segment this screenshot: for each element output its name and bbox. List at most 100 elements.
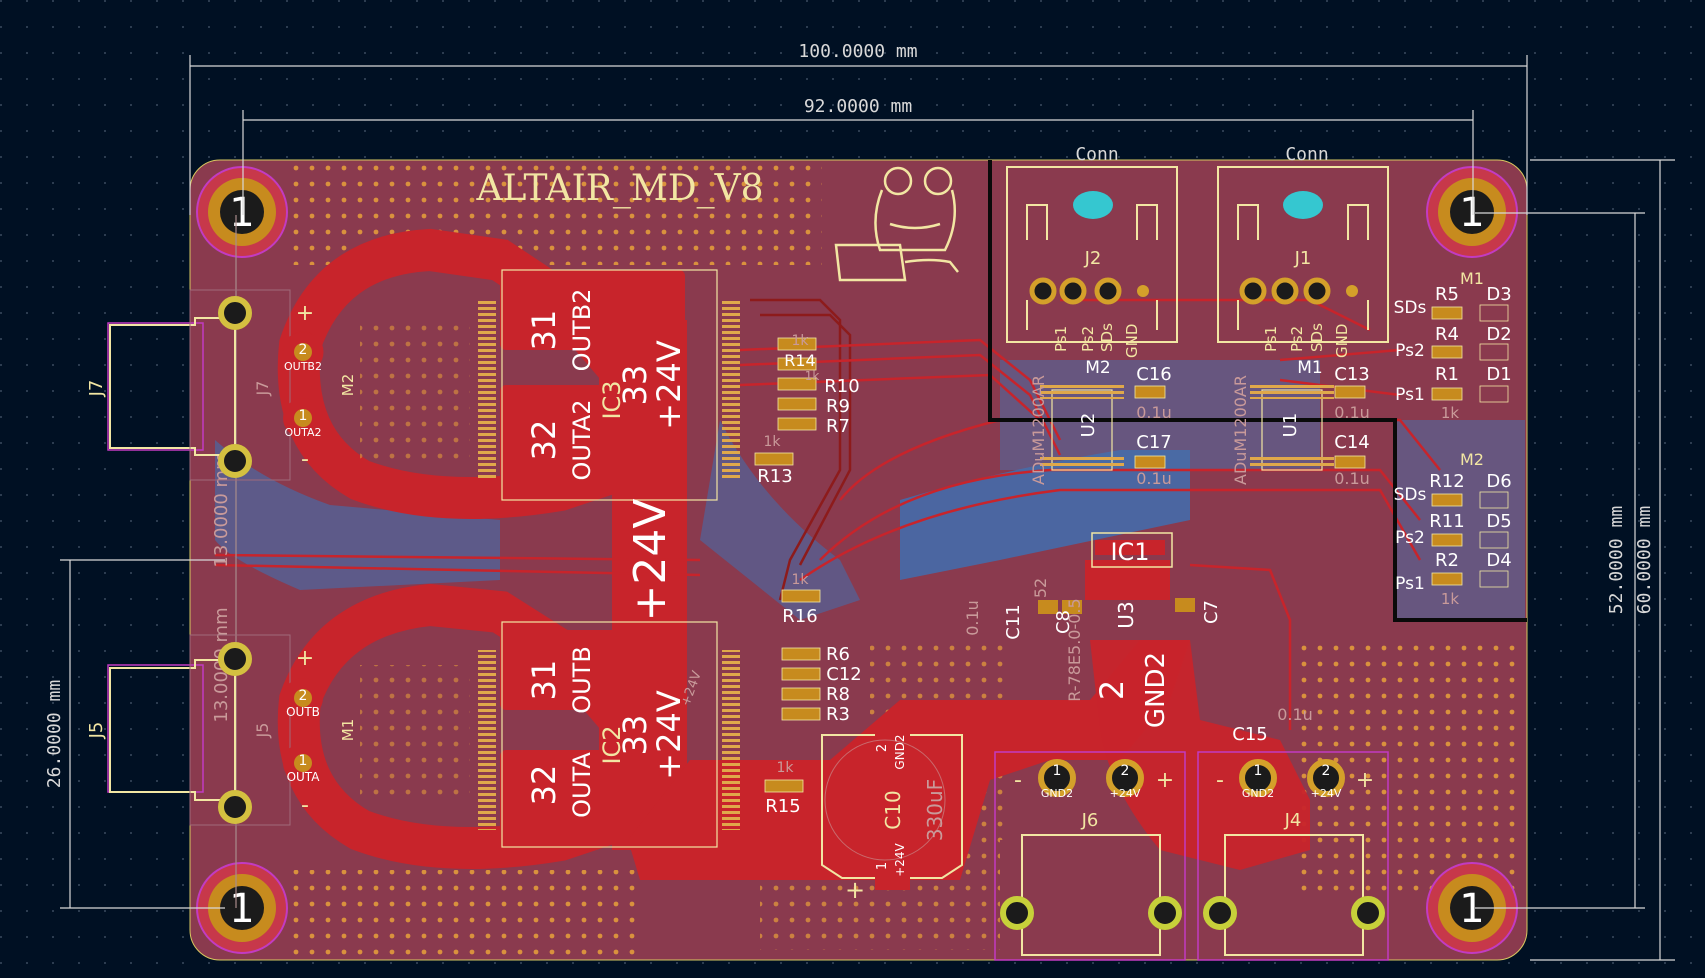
bulk-cap-footprint bbox=[821, 725, 963, 890]
c10-plus: + bbox=[845, 876, 865, 904]
u3-num: 52 bbox=[1031, 578, 1050, 598]
net-outa2: OUTA2 bbox=[284, 426, 321, 439]
j6-minus: - bbox=[1014, 768, 1022, 793]
ref-r15: R15 bbox=[765, 796, 800, 817]
ref-c17: C17 bbox=[1136, 432, 1171, 453]
power-connector-j6 bbox=[994, 751, 1186, 961]
led-m1-header: M1 bbox=[1460, 269, 1484, 288]
ref-j6: J6 bbox=[1081, 810, 1099, 831]
j1-pin-ps1: Ps1 bbox=[1262, 326, 1280, 352]
ref-j7-back: J7 bbox=[253, 381, 272, 397]
ref-u3: U3 bbox=[1114, 601, 1138, 628]
conn-pins-j1 bbox=[1239, 277, 1358, 305]
connector-j2-footprint bbox=[1006, 166, 1178, 343]
c10-pin2: 2 bbox=[875, 744, 890, 752]
mounting-hole-tl bbox=[196, 166, 288, 258]
keepout-outline bbox=[988, 160, 1527, 622]
regulator-footprint bbox=[1038, 532, 1195, 614]
ref-c15: C15 bbox=[1232, 724, 1267, 745]
dim-right-inner-height: 52.0000 mm bbox=[1606, 506, 1627, 614]
isolator-footprints bbox=[1040, 385, 1334, 471]
ref-r13: R13 bbox=[757, 466, 792, 487]
u1-part: ADuM1200AR bbox=[1231, 375, 1250, 485]
conn-pins-j2 bbox=[1029, 277, 1149, 305]
connector-pins-left bbox=[218, 296, 324, 824]
ref-ic3: IC3 bbox=[598, 380, 626, 419]
j6-pin1: 1 bbox=[1053, 763, 1062, 779]
mounting-hole-label-bl: 1 bbox=[229, 886, 254, 932]
ref-d1: D1 bbox=[1486, 364, 1511, 385]
ic2-net-31: OUTB bbox=[568, 646, 596, 714]
u3-package: R-78E5.0-0.5 bbox=[1065, 598, 1084, 701]
led-m1-sds: SDs bbox=[1394, 298, 1427, 318]
mounting-hole-label-tl: 1 bbox=[229, 190, 254, 236]
ref-c14: C14 bbox=[1334, 432, 1369, 453]
j4-net-24v: +24V bbox=[1311, 787, 1342, 800]
led-block-m1 bbox=[1431, 304, 1509, 403]
mounting-hole-br bbox=[1426, 862, 1518, 954]
net-outb2: OUTB2 bbox=[284, 360, 322, 373]
ref-j5: J5 bbox=[86, 722, 107, 740]
j4-minus: - bbox=[1216, 768, 1224, 793]
j2-pin-ps1: Ps1 bbox=[1052, 326, 1070, 352]
c15-val: 0.1u bbox=[1277, 705, 1313, 724]
c10-net2: GND2 bbox=[893, 734, 907, 769]
pin-minus-j5: - bbox=[301, 793, 309, 818]
ref-r7: R7 bbox=[826, 416, 850, 437]
ic2-pad-31: 31 bbox=[525, 660, 563, 701]
ic3-net-31: OUTB2 bbox=[568, 289, 596, 372]
mounting-hole-label-br: 1 bbox=[1459, 886, 1484, 932]
r-val-mid-2: 1k bbox=[776, 760, 794, 776]
j2-pin-sds: SDs bbox=[1098, 323, 1116, 352]
net-outb: OUTB bbox=[286, 705, 320, 719]
j6-net-24v: +24V bbox=[1110, 787, 1141, 800]
ic3-footprint bbox=[478, 269, 740, 501]
r-val-top-1: 1k bbox=[791, 333, 809, 349]
j6-net-gnd2: GND2 bbox=[1041, 787, 1073, 800]
ref-r10: R10 bbox=[824, 376, 859, 397]
c10-net1: +24V bbox=[893, 842, 907, 876]
c16-val: 0.1u bbox=[1136, 403, 1172, 422]
conn-label-j1: Conn bbox=[1285, 144, 1328, 165]
ref-d3: D3 bbox=[1486, 284, 1511, 305]
ref-r4: R4 bbox=[1435, 324, 1459, 345]
c11-val: 0.1u bbox=[963, 600, 982, 636]
j4-pin2: 2 bbox=[1322, 763, 1331, 779]
j6-pin2: 2 bbox=[1121, 763, 1130, 779]
ref-r12: R12 bbox=[1429, 471, 1464, 492]
center-net-label: +24V bbox=[625, 499, 676, 622]
dim-right-outer-height: 60.0000 mm bbox=[1634, 506, 1655, 614]
ref-c16: C16 bbox=[1136, 364, 1171, 385]
resistor-group-mid bbox=[764, 589, 821, 793]
ref-c10: C10 bbox=[881, 790, 905, 829]
ref-m1: M1 bbox=[339, 719, 357, 742]
ref-r14: R14 bbox=[784, 351, 815, 370]
ref-j4: J4 bbox=[1284, 810, 1302, 831]
ref-ic1: IC1 bbox=[1110, 538, 1149, 566]
dim-left-height: 26.0000 mm bbox=[44, 680, 65, 788]
dim-left-half-1: 13.0000 mm bbox=[211, 452, 232, 567]
u2-part: ADuM1200AR bbox=[1029, 375, 1048, 485]
led-m2-ps2: Ps2 bbox=[1395, 528, 1425, 548]
j4-pin1: 1 bbox=[1254, 763, 1263, 779]
isolator-caps bbox=[1134, 385, 1366, 469]
isolator-m1-label: M1 bbox=[1297, 358, 1322, 378]
pin-minus-j7: - bbox=[301, 447, 309, 472]
c10-pin1: 1 bbox=[875, 862, 890, 870]
ref-j5-back: J5 bbox=[253, 723, 272, 739]
ic2-net-33: +24V bbox=[650, 690, 688, 780]
connector-j1-footprint bbox=[1217, 166, 1389, 343]
ref-j1: J1 bbox=[1294, 248, 1312, 269]
ref-u1: U1 bbox=[1280, 413, 1301, 438]
pin-plus-j5: + bbox=[296, 646, 314, 671]
pin-number-1-j7: 1 bbox=[299, 408, 308, 424]
ic3-pad-31: 31 bbox=[525, 310, 563, 351]
pin-number-1-j5: 1 bbox=[299, 753, 308, 769]
ic3-net-33: +24V bbox=[650, 340, 688, 430]
c14-val: 0.1u bbox=[1334, 469, 1370, 488]
mounting-holes bbox=[196, 166, 1518, 954]
frog-logo-icon bbox=[834, 166, 959, 282]
ref-d2: D2 bbox=[1486, 324, 1511, 345]
